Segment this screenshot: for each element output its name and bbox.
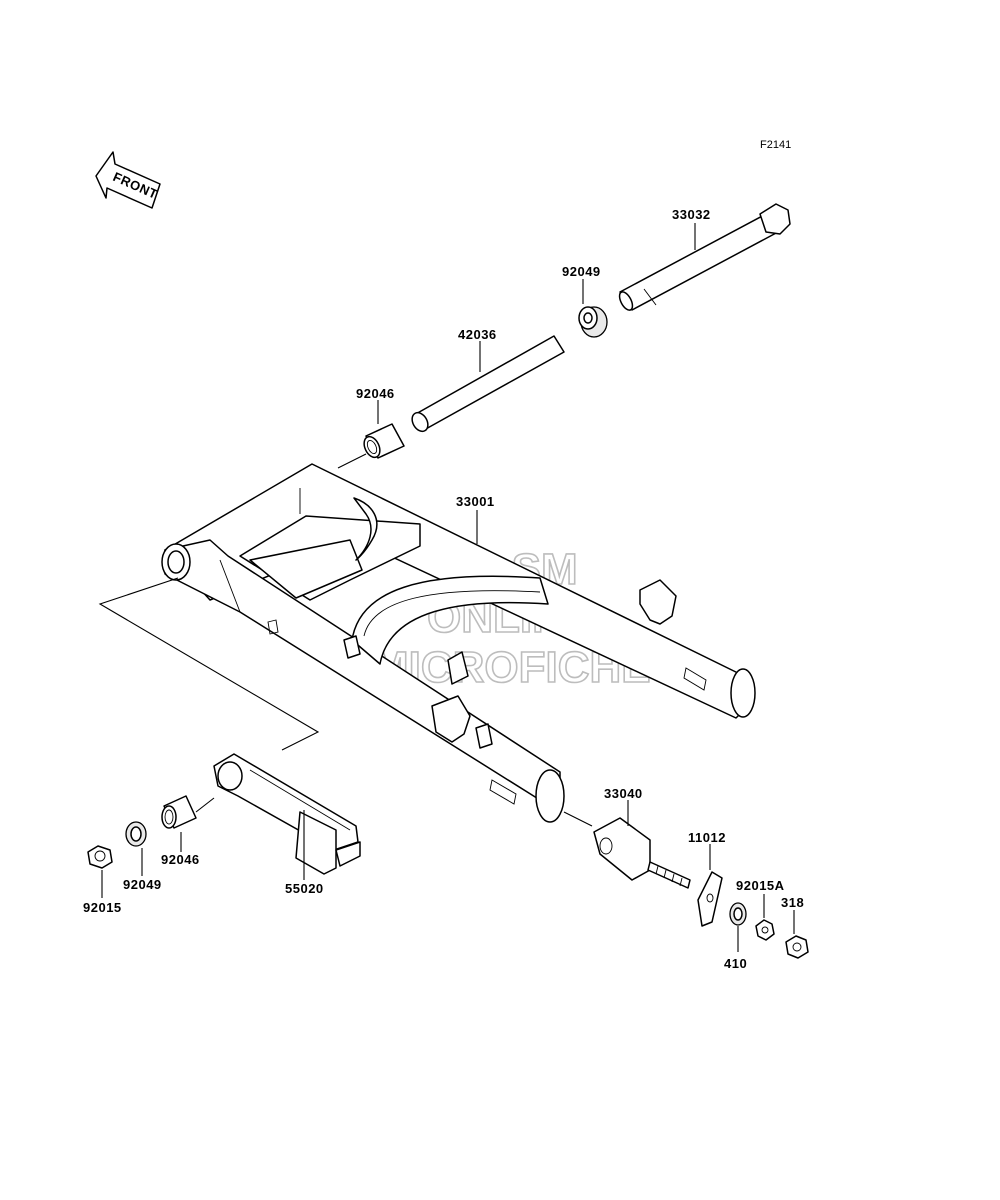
part-92015A-label: 92015A [736,878,785,893]
part-11012-plate-shape [697,871,723,927]
part-33001-swingarm-shape [161,463,756,823]
part-33001-label: 33001 [456,494,495,509]
part-92046-lower-label: 92046 [161,852,200,867]
front-arrow-icon: FRONT [95,151,161,209]
part-92046-upper-label: 92046 [356,386,395,401]
diagram-code: F2141 [760,139,791,151]
part-55020-chain-guard-shape [213,753,361,875]
part-33032-axle-shape [618,203,791,311]
part-33040-adjuster-shape [593,817,691,889]
part-33032-label: 33032 [672,207,711,222]
part-92015-label: 92015 [83,900,122,915]
part-92049-collar-lower-shape [125,821,147,847]
part-92049-collar-shape [578,306,608,338]
part-33040-label: 33040 [604,786,643,801]
part-410-washer-shape [729,902,747,926]
part-42036-label: 42036 [458,327,497,342]
part-318-label: 318 [781,895,804,910]
part-11012-label: 11012 [688,830,726,845]
part-92046-bearing-upper-shape [363,423,405,459]
part-42036-tube-shape [411,335,565,433]
part-92015A-nut-shape [755,919,775,941]
part-92046-bearing-lower-shape [161,795,197,829]
part-92049-upper-label: 92049 [562,264,601,279]
part-318-nut-shape [785,935,809,959]
part-92015-nut-shape [87,845,113,869]
part-92049-lower-label: 92049 [123,877,162,892]
part-410-label: 410 [724,956,747,971]
part-55020-label: 55020 [285,881,324,896]
